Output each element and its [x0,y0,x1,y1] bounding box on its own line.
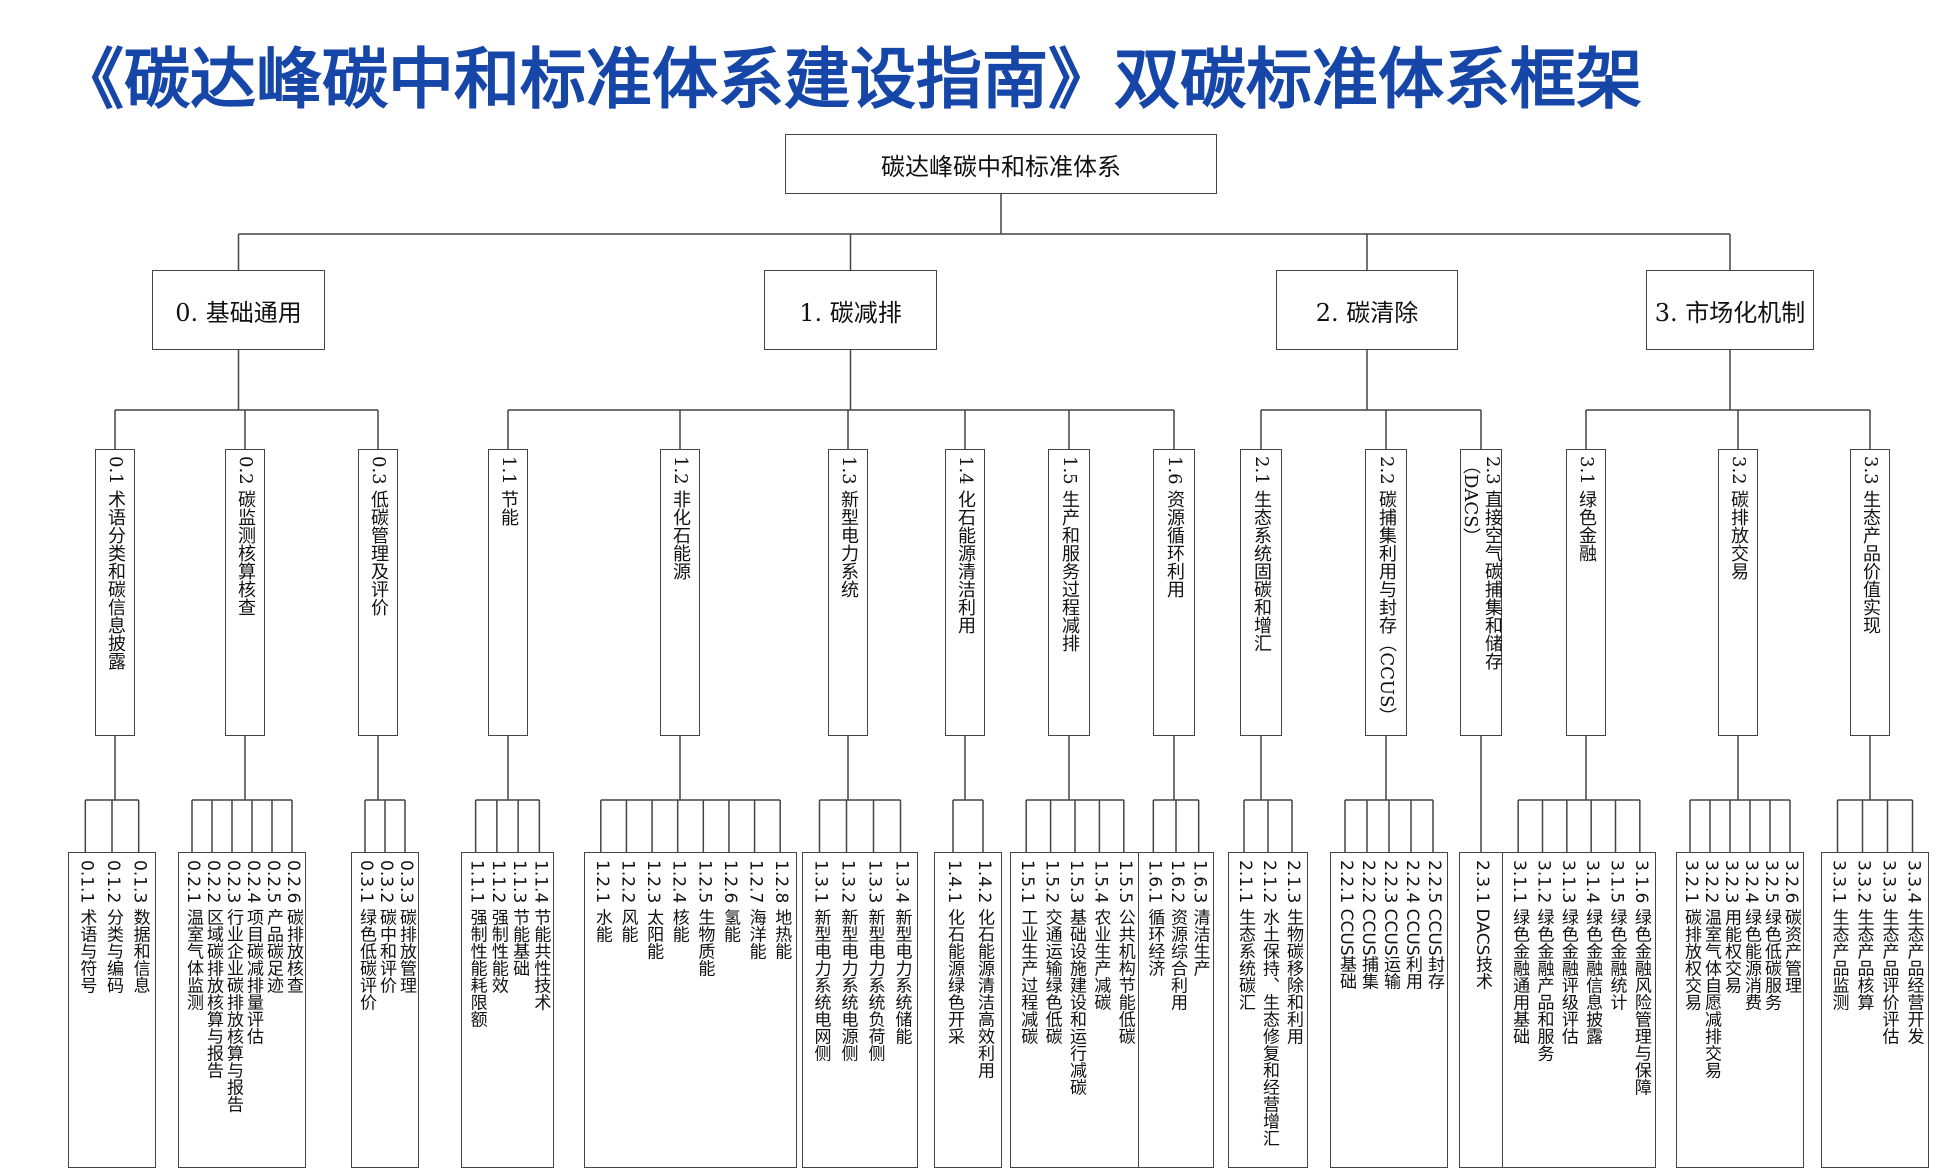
leaf-group [461,852,554,1168]
sub-category-node: 2.1 生态系统固碳和增汇 [1240,449,1282,736]
leaf-node: 3.2.6 碳资产管理 [1781,860,1801,994]
leaf-node: 1.5.3 基础设施建设和运行减碳 [1066,860,1086,1096]
sub-category-node: 0.3 低碳管理及评价 [358,449,398,736]
leaf-node: 2.2.1 CCUS基础 [1336,860,1356,990]
leaf-node: 1.1.1 强制性能耗限额 [466,860,487,1028]
leaf-node: 3.2.3 用能权交易 [1721,860,1741,994]
sub-category-node: 1.6 资源循环利用 [1153,449,1195,736]
leaf-node: 0.1.1 术语与符号 [76,860,97,994]
leaf-node: 2.2.5 CCUS封存 [1424,860,1444,990]
sub-category-node: 0.2 碳监测核算核查 [225,449,265,736]
sub-category-node: 1.2 非化石能源 [660,449,700,736]
leaf-node: 3.3.2 生态产品核算 [1853,860,1874,1011]
leaf-node: 1.2.7 海洋能 [745,860,766,960]
sub-category-node: 0.1 术语分类和碳信息披露 [95,449,135,736]
leaf-group [178,852,306,1168]
leaf-node: 1.3.1 新型电力系统电网侧 [810,860,831,1062]
leaf-node: 3.1.1 绿色金融通用基础 [1509,860,1530,1045]
leaf-group [584,852,797,1168]
leaf-node: 1.2.3 太阳能 [643,860,664,960]
leaf-node: 3.3.3 生态产品评价评估 [1878,860,1899,1045]
leaf-node: 1.5.5 公共机构节能低碳 [1114,860,1135,1045]
leaf-node: 1.6.2 资源综合利用 [1167,860,1187,1011]
root-node: 碳达峰碳中和标准体系 [785,134,1217,194]
leaf-node: 3.2.4 绿色能源消费 [1741,860,1761,1011]
leaf-group [351,852,419,1168]
leaf-node: 1.6.3 清洁生产 [1189,860,1210,977]
leaf-node: 2.1.3 生物碳移除和利用 [1283,860,1303,1045]
category-node: 3. 市场化机制 [1646,270,1814,350]
leaf-node: 3.2.2 温室气体自愿减排交易 [1701,860,1721,1079]
leaf-node: 0.2.3 行业企业碳排放核算与报告 [223,860,243,1113]
sub-category-node: 1.1 节能 [488,449,528,736]
leaf-node: 3.1.2 绿色金融产品和服务 [1533,860,1554,1062]
leaf-node: 0.3.3 碳排放管理 [396,860,416,994]
leaf-node: 2.2.3 CCUS运输 [1380,860,1400,990]
leaf-node: 1.1.2 强制性能效 [487,860,508,994]
leaf-group [802,852,918,1168]
leaf-node: 3.2.5 绿色低碳服务 [1761,860,1781,1011]
leaf-node: 1.3.2 新型电力系统电源侧 [837,860,858,1062]
leaf-node: 1.2.6 氢能 [719,860,740,943]
leaf-node: 1.4.2 化石能源清洁高效利用 [974,860,994,1079]
leaf-node: 2.2.2 CCUS捕集 [1358,860,1378,990]
leaf-node: 0.3.2 碳中和评价 [376,860,396,994]
leaf-node: 2.3.1 DACS技术 [1472,860,1492,990]
leaf-node: 1.3.3 新型电力系统负荷侧 [864,860,885,1062]
leaf-node: 1.6.1 循环经济 [1144,860,1165,977]
leaf-group [1228,852,1308,1168]
sub-category-node: 3.2 碳排放交易 [1718,449,1758,736]
sub-category-node: 2.2 碳捕集利用与封存（CCUS） [1365,449,1407,736]
leaf-node: 1.3.4 新型电力系统储能 [891,860,912,1045]
sub-category-node: 2.3 直接空气碳捕集和储存（DACS） [1460,449,1503,736]
leaf-group [1010,852,1140,1168]
category-node: 1. 碳减排 [764,270,937,350]
leaf-node: 1.1.4 节能共性技术 [530,860,551,1011]
leaf-node: 3.1.4 绿色金融信息披露 [1582,860,1603,1045]
leaf-node: 1.2.5 生物质能 [694,860,715,977]
leaf-node: 3.2.1 碳排放权交易 [1681,860,1701,1011]
leaf-node: 0.2.4 项目碳减排量评估 [243,860,263,1045]
leaf-node: 1.5.2 交通运输绿色低碳 [1041,860,1062,1045]
leaf-node: 0.2.1 温室气体监测 [183,860,203,1011]
leaf-node: 2.2.4 CCUS利用 [1402,860,1422,990]
sub-category-node: 1.5 生产和服务过程减排 [1048,449,1090,736]
leaf-node: 0.1.2 分类与编码 [103,860,123,994]
sub-category-node: 3.3 生态产品价值实现 [1850,449,1890,736]
category-node: 2. 碳清除 [1276,270,1458,350]
leaf-group [1138,852,1214,1168]
leaf-node: 1.2.2 风能 [617,860,638,943]
leaf-group [1821,852,1929,1168]
leaf-node: 3.3.1 生态产品监测 [1828,860,1849,1011]
sub-category-node: 1.4 化石能源清洁利用 [945,449,985,736]
leaf-node: 0.2.2 区域碳排放核算与报告 [203,860,223,1079]
leaf-node: 1.2.1 水能 [591,860,612,943]
leaf-node: 0.2.6 碳排放核查 [283,860,303,994]
leaf-node: 3.1.5 绿色金融统计 [1606,860,1627,1011]
leaf-node: 2.1.1 生态系统碳汇 [1235,860,1255,1011]
leaf-node: 1.4.1 化石能源绿色开采 [944,860,964,1045]
leaf-node: 3.1.6 绿色金融风险管理与保障 [1630,860,1651,1096]
leaf-node: 1.2.8 地热能 [771,860,792,960]
leaf-node: 1.1.3 节能基础 [509,860,530,977]
leaf-node: 3.3.4 生态产品经营开发 [1903,860,1924,1045]
leaf-node: 3.1.3 绿色金融评级评估 [1557,860,1578,1045]
leaf-group [934,852,1002,1168]
page-title: 《碳达峰碳中和标准体系建设指南》双碳标准体系框架 [58,41,1642,118]
sub-category-node: 3.1 绿色金融 [1566,449,1606,736]
leaf-node: 1.5.4 农业生产减碳 [1090,860,1111,1011]
sub-category-node: 1.3 新型电力系统 [828,449,868,736]
leaf-node: 0.2.5 产品碳足迹 [263,860,283,994]
leaf-node: 0.3.1 绿色低碳评价 [356,860,376,1011]
leaf-group [1330,852,1448,1168]
category-node: 0. 基础通用 [152,270,325,350]
leaf-node: 1.5.1 工业生产过程减碳 [1017,860,1038,1045]
leaf-node: 1.2.4 核能 [668,860,689,943]
leaf-group [1502,852,1656,1168]
leaf-group [1676,852,1804,1168]
leaf-node: 2.1.2 水土保持、生态修复和经营增汇 [1259,860,1279,1147]
leaf-node: 0.1.3 数据和信息 [129,860,150,994]
